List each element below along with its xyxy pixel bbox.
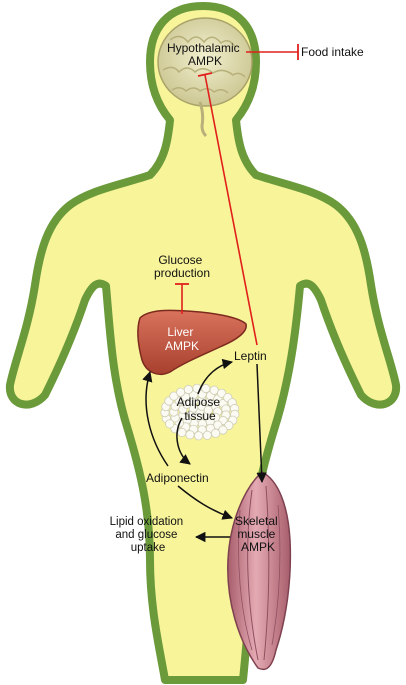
adipose-cell [202,430,212,440]
adipose-cluster-icon [160,383,240,441]
inhibit-food-intake [246,44,299,60]
label-liver-ampk: Liver AMPK [165,325,199,353]
adipose-cell [185,430,195,440]
label-leptin: Leptin [234,349,267,363]
adipose-cell [183,384,193,395]
arrow-adiponectin-to-liver [142,370,169,467]
adipose-cell [194,431,204,441]
liver-icon [137,309,247,376]
muscle-icon [227,471,292,671]
inhibit-leptin-hypothalamus [197,72,258,346]
adipose-cell [165,419,175,429]
label-lipid-oxidation: Lipid oxidation and glucose uptake [110,516,187,554]
adipose-cell [211,428,221,438]
label-adipose-tissue: Adipose tissue [177,395,224,423]
activation-arrows [142,358,267,543]
arrow-adipose-to-adiponectin [176,417,191,465]
adipose-cell [169,391,179,401]
label-hypothalamic-ampk: Hypothalamic AMPK [167,41,243,68]
brain-icon [157,17,253,138]
label-food-intake: Food intake [301,45,364,59]
label-adiponectin: Adiponectin [146,471,209,485]
adipose-cell [201,383,211,394]
label-glucose-production: Glucose production [154,253,210,280]
arrow-adipose-to-leptin [197,358,234,395]
arrow-adiponectin-to-muscle [177,485,233,520]
inhibit-glucose-production [175,283,189,314]
arrow-leptin-to-muscle [256,363,267,484]
label-skeletal-muscle-ampk: Skeletal muscle AMPK [235,514,281,554]
